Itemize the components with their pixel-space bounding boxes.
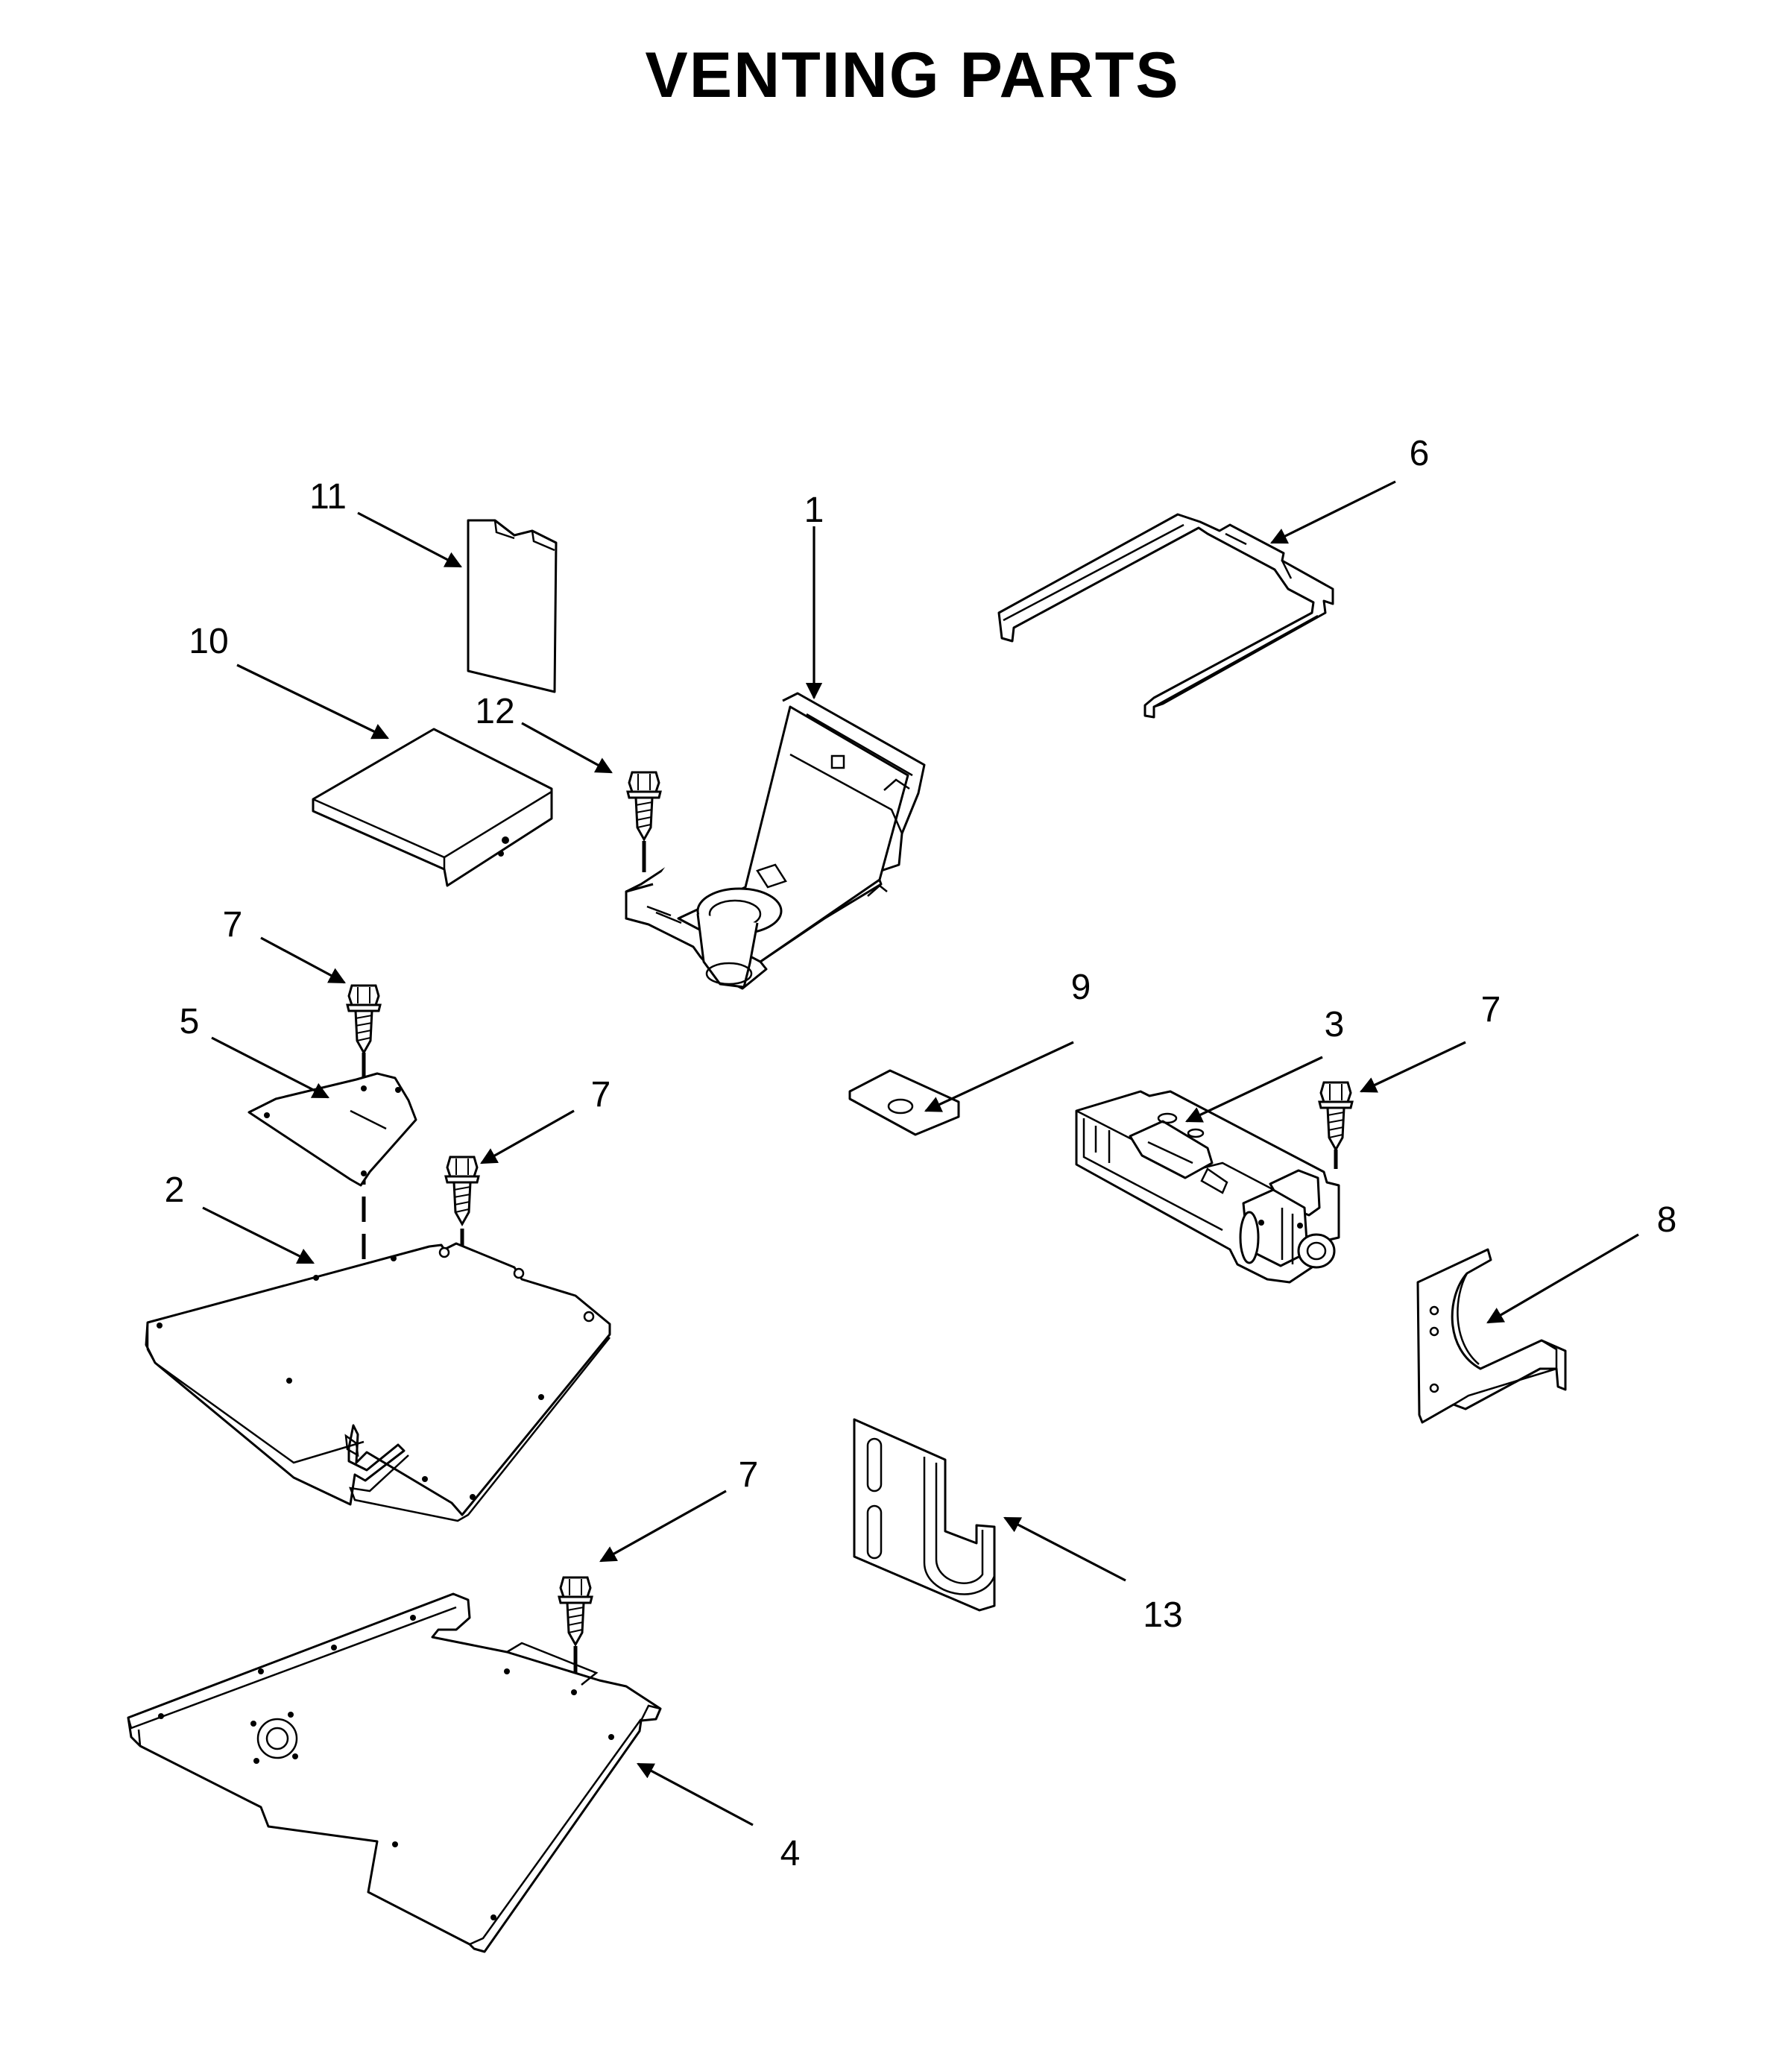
part-12-screw — [626, 771, 662, 872]
callout-12: 12 — [475, 692, 514, 731]
part-11-panel — [467, 519, 558, 693]
leader-10 — [236, 663, 390, 740]
callout-10: 10 — [189, 622, 228, 661]
part-8-curved-bracket — [1416, 1248, 1567, 1424]
callout-9: 9 — [1071, 968, 1091, 1007]
leader-lines — [202, 480, 1639, 1826]
callout-13: 13 — [1143, 1595, 1182, 1635]
part-2-plate — [145, 1242, 611, 1522]
leader-7b — [480, 1109, 575, 1164]
callout-7c: 7 — [739, 1455, 759, 1495]
callout-8: 8 — [1657, 1200, 1677, 1240]
leader-3 — [1184, 1056, 1323, 1123]
leader-7d — [1359, 1041, 1466, 1093]
part-7-screw-right — [1318, 1081, 1354, 1169]
part-4-base-plate — [127, 1592, 662, 1953]
leader-8 — [1486, 1233, 1639, 1324]
callout-6: 6 — [1410, 434, 1430, 473]
leader-2 — [202, 1206, 315, 1264]
callout-4: 4 — [780, 1834, 801, 1873]
leader-13 — [1003, 1516, 1126, 1582]
part-13-u-plate — [853, 1418, 996, 1612]
page-title: VENTING PARTS — [645, 40, 1179, 111]
callout-labels: 11 1 6 10 12 7 5 9 3 7 7 2 8 7 13 4 — [165, 434, 1677, 1873]
callout-5: 5 — [180, 1002, 200, 1041]
callout-7b: 7 — [591, 1075, 611, 1115]
part-10-tray — [312, 728, 553, 887]
leader-12 — [521, 722, 613, 774]
leader-7c — [599, 1490, 727, 1563]
leader-7a — [260, 936, 346, 984]
callout-2: 2 — [165, 1170, 185, 1210]
callout-7a: 7 — [223, 905, 243, 945]
callout-1: 1 — [804, 491, 824, 530]
callout-7d: 7 — [1481, 990, 1501, 1030]
part-7-screw-left-middle — [444, 1156, 480, 1249]
callout-3: 3 — [1325, 1005, 1345, 1044]
leader-9 — [924, 1041, 1074, 1112]
part-5-bracket — [247, 1072, 417, 1187]
part-9-small-plate — [848, 1069, 960, 1136]
leader-5 — [211, 1036, 329, 1099]
leader-4 — [637, 1762, 754, 1826]
part-3-motor-assembly — [1075, 1090, 1340, 1284]
part-6-frame — [997, 513, 1334, 719]
callout-11: 11 — [309, 477, 347, 517]
part-1-vent-housing — [625, 692, 926, 990]
leader-11 — [357, 511, 462, 568]
leader-6 — [1269, 480, 1396, 544]
